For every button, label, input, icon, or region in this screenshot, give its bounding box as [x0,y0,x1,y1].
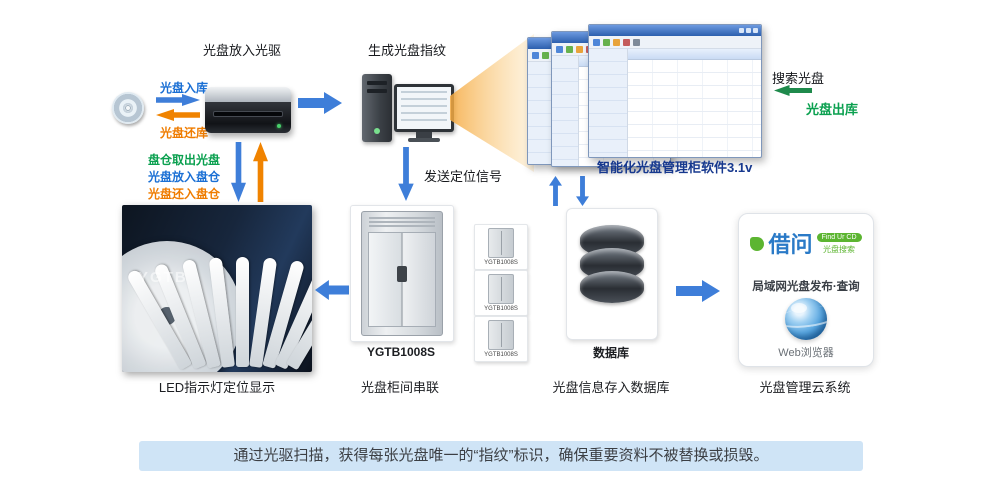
globe-icon [785,298,827,340]
drive-front-face [205,102,291,133]
arrow-disc-in-icon [156,94,200,106]
pc-monitor-stand [416,132,432,138]
watermark: YGTB [138,269,188,286]
arrow-search-icon [774,85,812,96]
cloud-card: 借问 Find Ur CD 光盘搜索 局域网光盘发布·查询 Web浏览器 [738,213,874,367]
cd-icon [112,92,144,124]
arrow-magazine-down-icon [231,142,246,202]
caption-cabinet: 光盘柜间串联 [360,380,439,395]
table-header [627,49,761,60]
projection-beam [450,34,534,172]
mini-cabinet-image [488,320,514,350]
monitor-window-front [588,24,762,158]
disc-in-label: 光盘入库 [160,81,209,95]
magazine-put-in-label: 光盘放入盘仓 [148,170,221,184]
magazine-take-out-label: 盘仓取出光盘 [148,153,221,167]
arrow-disc-return-icon [156,109,200,121]
window-sidebar [528,62,554,164]
arrow-send-signal-icon [398,147,414,201]
pc-screen [397,87,451,129]
mini-cabinet-card: YGTB1008S [474,270,528,316]
database-icon [580,225,644,303]
arrow-db-to-cloud-icon [676,280,720,302]
magazine-return-label: 光盘还入盘仓 [148,187,221,201]
brand-name: 借问 [768,232,813,257]
table-grid [627,60,761,157]
pc-monitor-image [394,84,454,132]
disc-holder [236,257,249,367]
cloud-service-line: 局域网光盘发布·查询 [752,281,860,293]
window-titlebar [589,25,761,36]
pc-monitor-base [408,138,440,142]
brand-badge: Find Ur CD [816,233,862,242]
cabinet-card [350,205,454,342]
brand-icon [750,237,765,251]
send-signal-label: 发送定位信号 [424,169,503,184]
summary-banner: 通过光驱扫描，获得每张光盘唯一的“指纹”标识，确保重要资料不被替换或损毁。 [139,441,863,471]
drive-section-label: 光盘放入光驱 [203,43,282,58]
mini-cabinet-image [488,228,514,258]
mini-cabinet-model: YGTB1008S [484,306,518,312]
window-sidebar [552,56,579,166]
arrow-db-down-icon [576,176,589,206]
disc-return-label: 光盘还库 [160,126,209,140]
database-label: 数据库 [592,346,629,360]
window-sidebar [589,49,628,157]
drive-top-face [205,87,291,102]
cabinet-image [361,211,443,336]
database-cylinder [580,271,644,303]
brand-logo: 借问 Find Ur CD 光盘搜索 [739,230,873,260]
pc-tower-image [362,74,392,142]
cabinet-lock [397,266,407,283]
database-card [566,208,658,340]
mini-cabinet-image [488,274,514,304]
search-disc-label: 搜索光盘 [772,71,825,86]
cabinet-model-label: YGTB1008S [366,345,436,359]
caption-led: LED指示灯定位显示 [158,380,276,395]
software-title: 智能化光盘管理柜软件3.1v [597,160,753,175]
optical-drive-image [205,87,291,133]
mini-cabinet-card: YGTB1008S [474,316,528,362]
mini-cabinet-model: YGTB1008S [484,260,518,266]
window-toolbar [589,36,761,49]
arrow-db-up-icon [549,176,562,206]
caption-database: 光盘信息存入数据库 [552,380,670,395]
arrow-drive-to-pc-icon [298,92,342,114]
web-browser-label: Web浏览器 [778,347,834,359]
led-display-image: YGTB [122,205,312,372]
arrow-magazine-up-icon [253,142,268,202]
mini-cabinet-model: YGTB1008S [484,352,518,358]
mini-cabinet-card: YGTB1008S [474,224,528,270]
brand-subtitle: 光盘搜索 [823,245,855,254]
fingerprint-section-label: 生成光盘指纹 [368,43,447,58]
caption-cloud: 光盘管理云系统 [759,380,851,395]
disc-out-label: 光盘出库 [806,102,859,117]
arrow-cabinet-to-led-icon [315,280,349,300]
